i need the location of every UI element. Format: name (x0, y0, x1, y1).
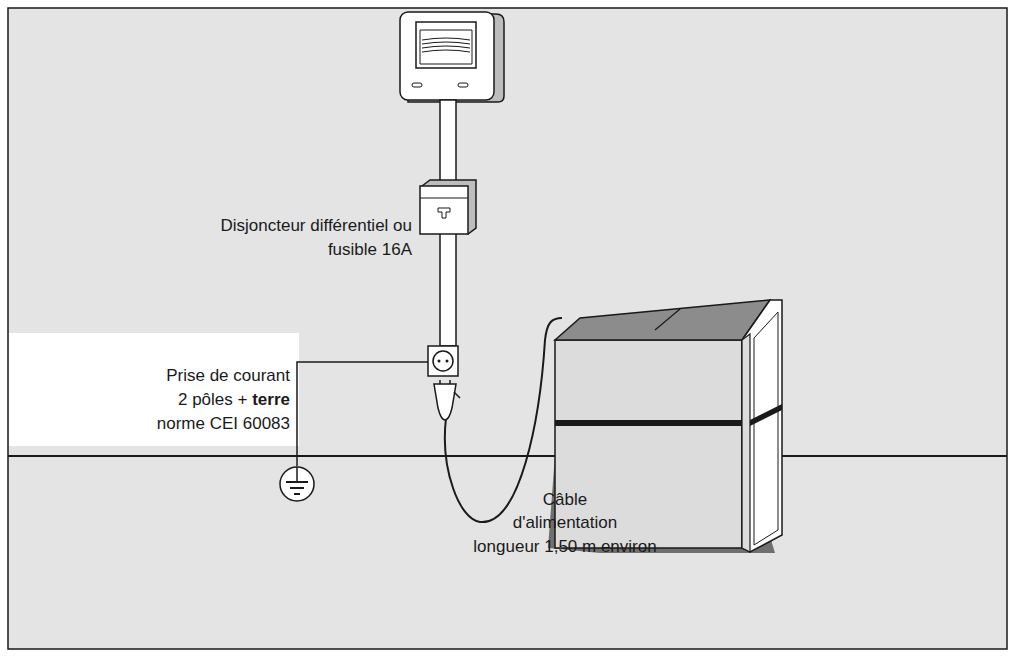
plug (434, 380, 460, 420)
label-line: d'alimentation (315, 513, 815, 533)
label-line: Disjoncteur différentiel ou (220, 216, 412, 236)
frame (8, 8, 1007, 649)
label-text: fusible 16A (328, 240, 412, 259)
label-text: longueur 1,50 m environ (473, 537, 656, 556)
label-panel (9, 333, 299, 446)
label-text: d'alimentation (513, 513, 617, 532)
electric-meter (400, 12, 504, 102)
label-text: norme CEI 60083 (157, 414, 290, 433)
label-line: Câble (315, 490, 815, 510)
label-line: fusible 16A (328, 240, 412, 260)
label-text: Disjoncteur différentiel ou (220, 216, 412, 235)
floor-line (8, 455, 1007, 457)
label-text: Câble (543, 490, 587, 509)
label-line: longueur 1,50 m environ (315, 537, 815, 557)
ground-symbol (280, 467, 314, 501)
label-line: Prise de courant (166, 366, 290, 386)
wall-socket (428, 346, 458, 376)
label-text: 2 pôles + (178, 390, 247, 409)
label-text: terre (252, 390, 290, 409)
label-line: 2 pôles + terre (178, 390, 290, 410)
ground-wire (297, 362, 430, 466)
label-text: Prise de courant (166, 366, 290, 385)
breaker-box (420, 180, 476, 234)
label-line: norme CEI 60083 (157, 414, 290, 434)
